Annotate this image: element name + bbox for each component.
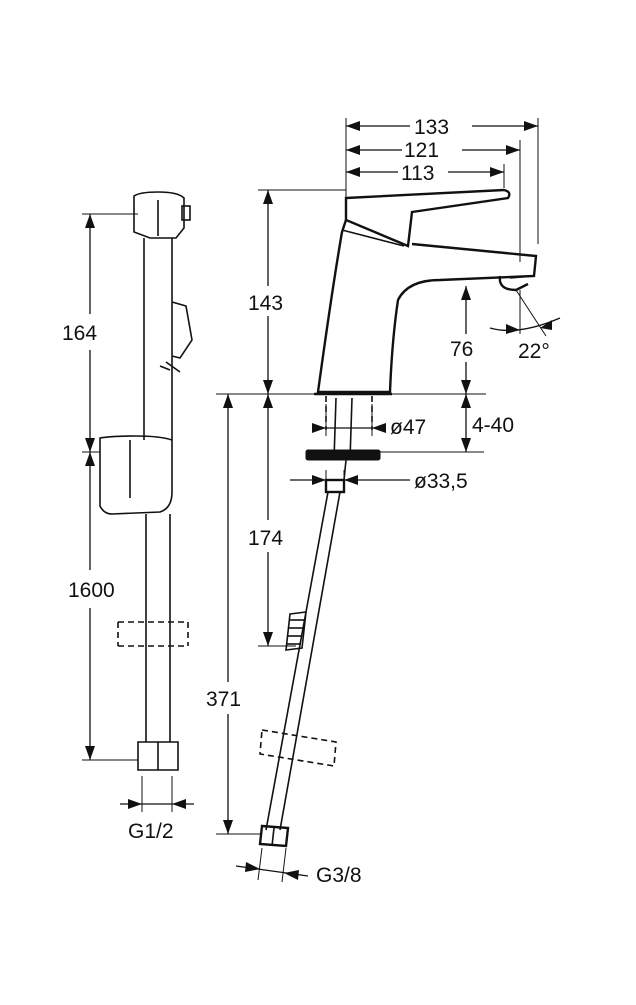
dimension-g12: G1/2 — [120, 776, 194, 843]
dim-d33-5-label: ø33,5 — [414, 470, 468, 493]
dim-113-label: 113 — [401, 162, 434, 185]
dimension-d47: ø47 — [312, 404, 426, 439]
dimension-d33-5: ø33,5 — [290, 470, 468, 493]
dim-76-label: 76 — [450, 338, 473, 361]
dimension-g38: G3/8 — [235, 847, 362, 887]
dimension-76: 76 — [392, 286, 486, 395]
dimension-4-40: 4-40 — [380, 394, 526, 453]
shower-rail-assembly — [99, 191, 193, 771]
dim-4-40-label: 4-40 — [472, 414, 514, 437]
dim-1600-label: 1600 — [68, 579, 115, 602]
dimension-164: 164 — [56, 213, 138, 453]
dimension-174: 174 — [244, 394, 300, 647]
supply-hoses — [258, 459, 347, 848]
dimension-113: 113 — [346, 160, 505, 188]
dimension-371: 371 — [204, 393, 268, 835]
dim-164-label: 164 — [62, 322, 97, 345]
dim-22-label: 22° — [518, 340, 550, 363]
dimension-121: 121 — [346, 136, 521, 262]
dimension-1600: 1600 — [66, 452, 138, 761]
dimension-133: 133 — [345, 112, 539, 244]
dim-g38-label: G3/8 — [316, 864, 362, 887]
dimension-22deg: 22° — [489, 289, 561, 363]
dim-143-label: 143 — [248, 292, 283, 315]
dim-133-label: 133 — [414, 116, 449, 139]
dim-174-label: 174 — [248, 527, 283, 550]
dim-g12-label: G1/2 — [128, 820, 174, 843]
dim-371-label: 371 — [206, 688, 241, 711]
mixer-body — [305, 188, 538, 494]
dimension-143: 143 — [244, 189, 346, 395]
dim-121-label: 121 — [404, 139, 439, 162]
dim-d47-label: ø47 — [390, 416, 426, 439]
